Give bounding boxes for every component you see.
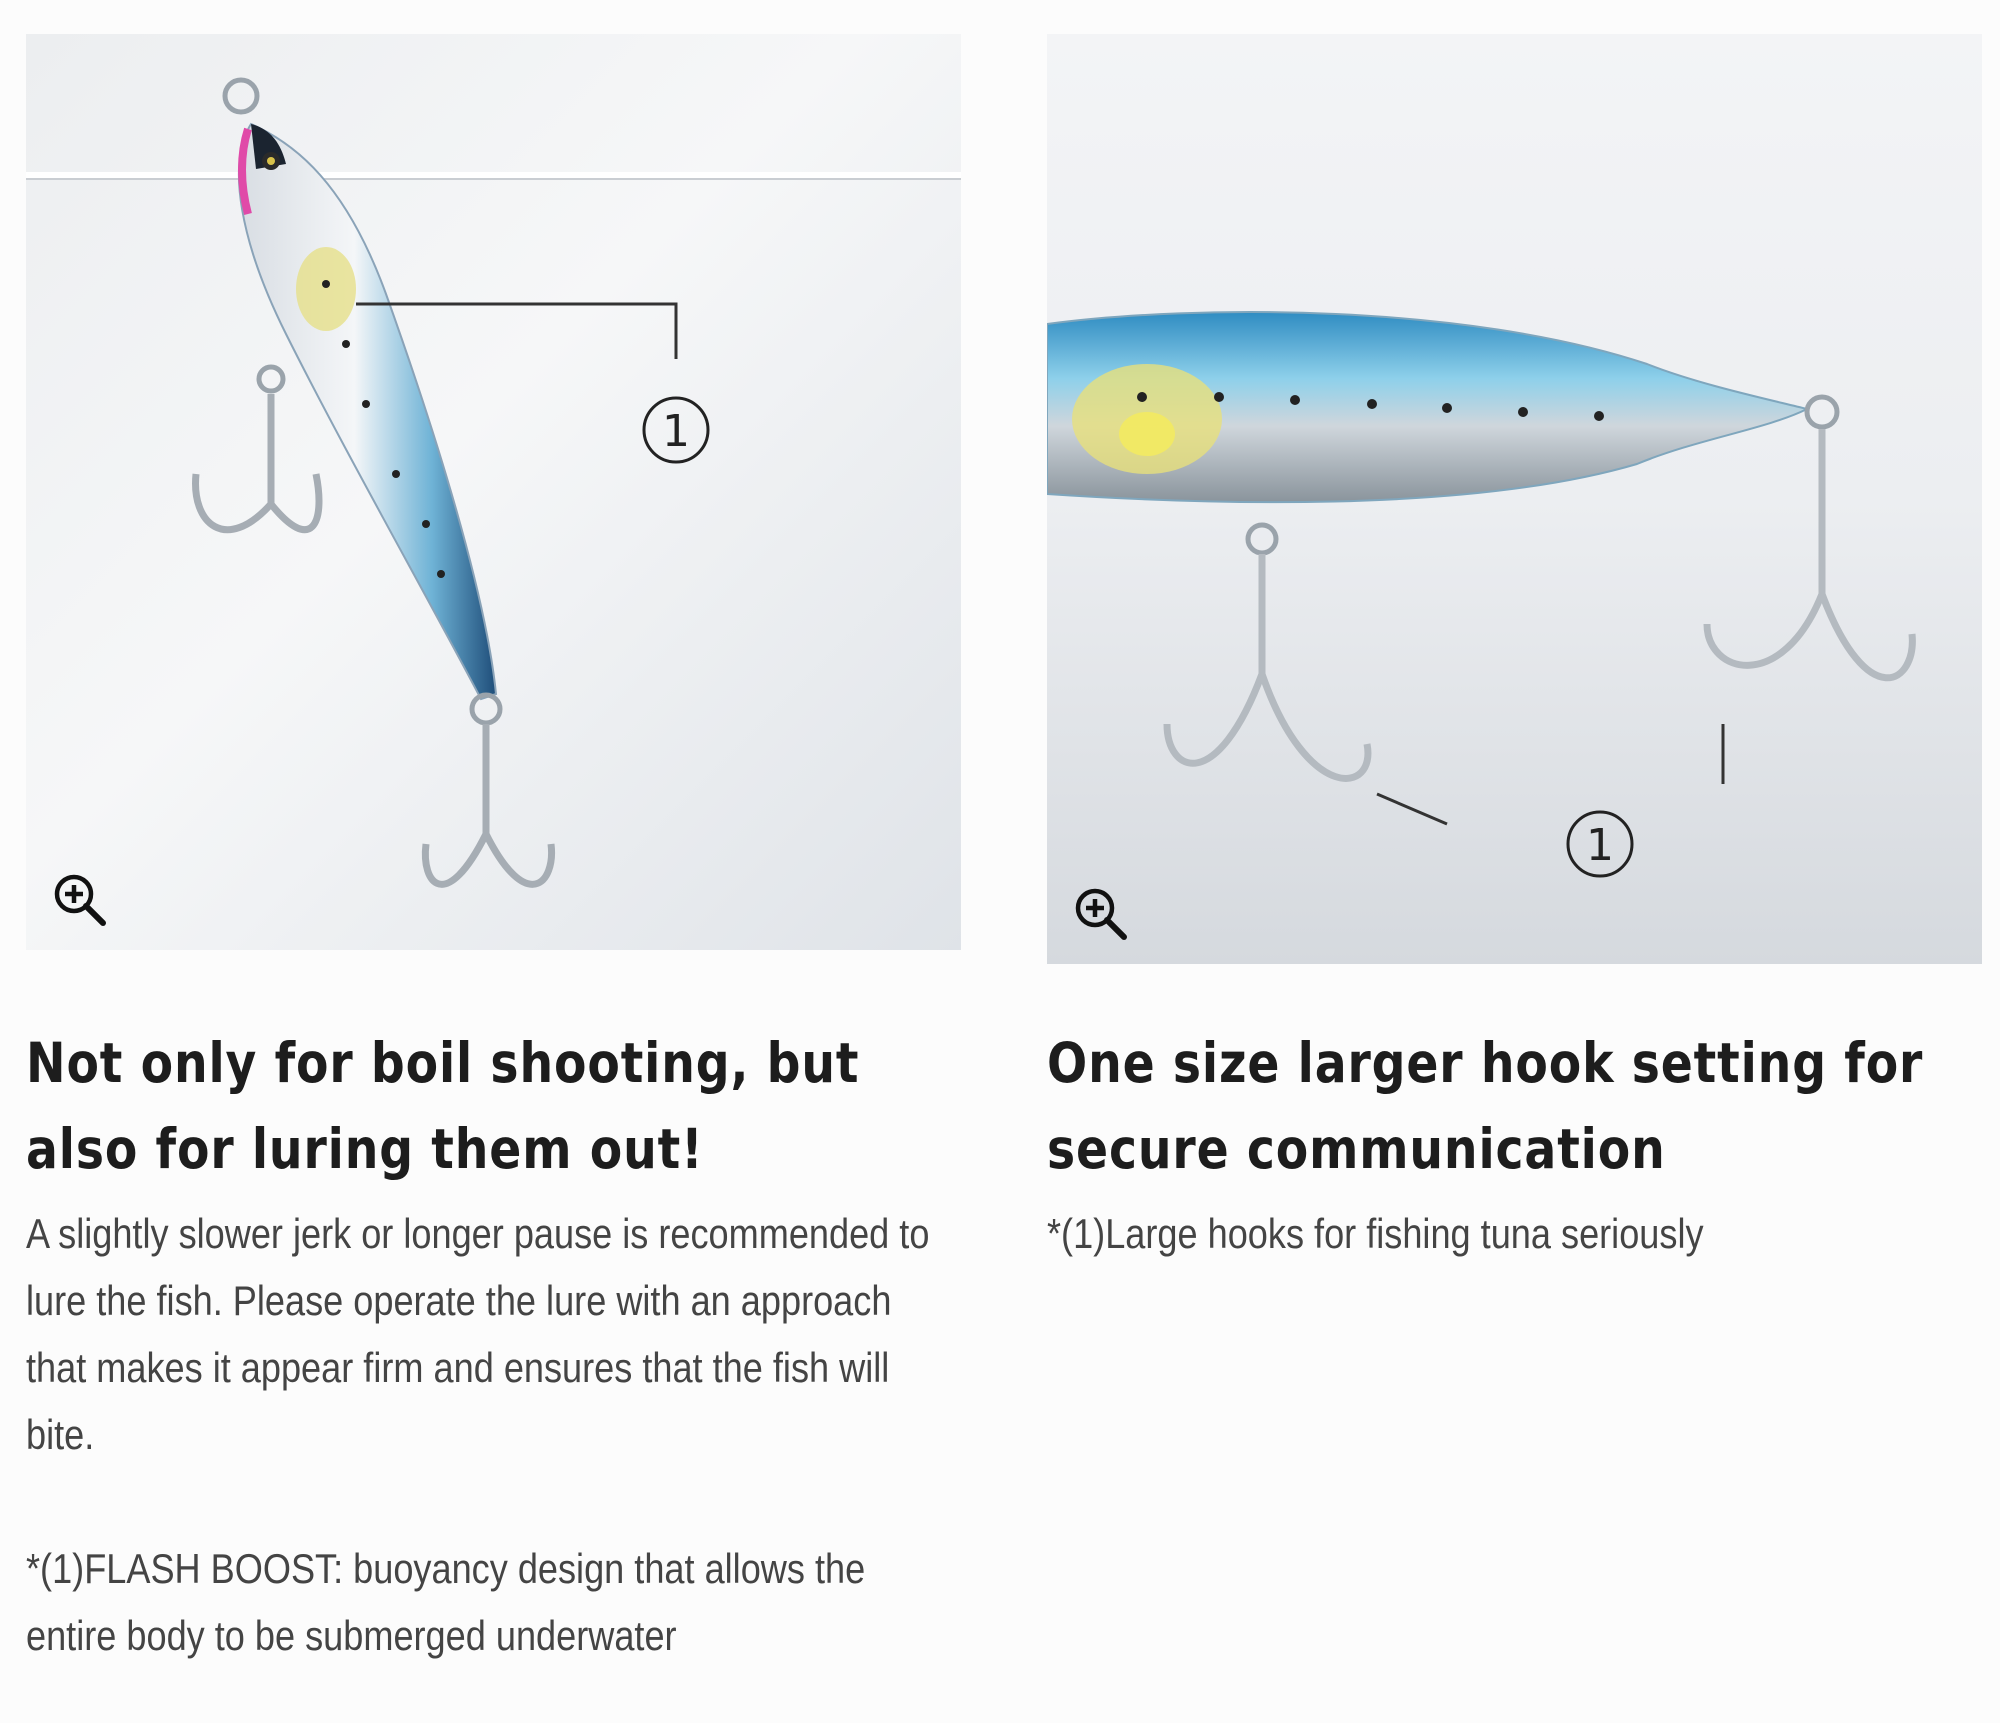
- zoom-button[interactable]: [48, 868, 112, 932]
- zoom-in-icon: [1075, 888, 1127, 940]
- lure-illustration: 1: [26, 77, 961, 888]
- feature-heading: One size larger hook setting for secure …: [1047, 1031, 1924, 1181]
- feature-card-flash-boost: 1 Not only for boil shooting, but also f…: [26, 34, 961, 1669]
- lure-photo-horizontal[interactable]: 1: [1047, 34, 1982, 964]
- feature-description: A slightly slower jerk or longer pause i…: [26, 1200, 955, 1669]
- footnote-paragraph: *(1)Large hooks for fishing tuna serious…: [1047, 1210, 1704, 1257]
- callout-marker: 1: [662, 406, 690, 457]
- zoom-button[interactable]: [1069, 882, 1133, 946]
- footnote-paragraph: *(1)FLASH BOOST: buoyancy design that al…: [26, 1545, 866, 1659]
- lure-illustration: 1: [1047, 311, 1916, 878]
- callout-marker: 1: [1586, 820, 1614, 871]
- zoom-in-icon: [54, 874, 106, 926]
- description-paragraph: A slightly slower jerk or longer pause i…: [26, 1210, 930, 1458]
- lure-photo-vertical[interactable]: 1: [26, 34, 961, 950]
- feature-heading: Not only for boil shooting, but also for…: [26, 1031, 860, 1181]
- feature-description: *(1)Large hooks for fishing tuna serious…: [1047, 1200, 1976, 1267]
- feature-card-large-hooks: 1 One size larger hook setting for secur…: [1047, 34, 1982, 1267]
